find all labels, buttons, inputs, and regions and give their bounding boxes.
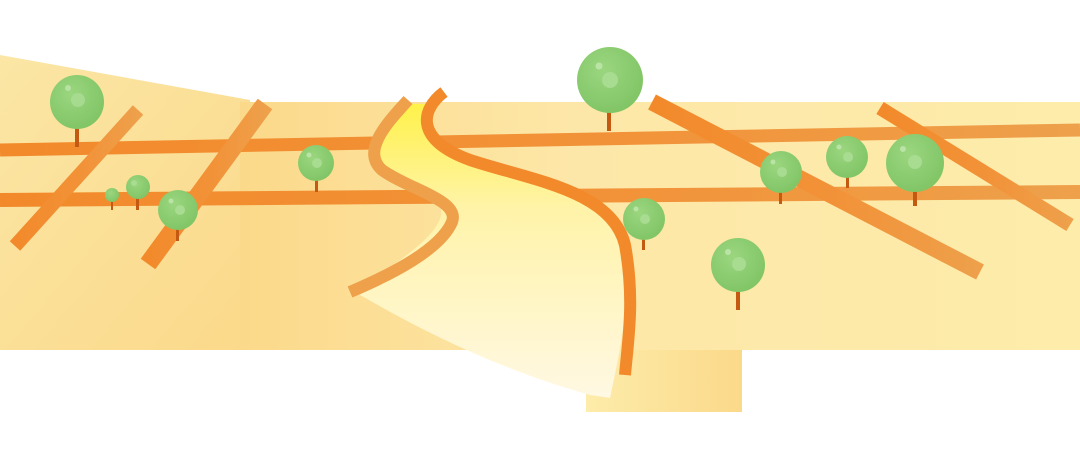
road-diagonal-left-1 xyxy=(9,105,144,251)
tree-icon xyxy=(158,190,198,241)
tree-layer xyxy=(50,47,944,310)
tree-icon xyxy=(126,175,150,210)
road-diagonal-right-1 xyxy=(648,94,984,280)
tree-icon xyxy=(623,198,665,250)
road-horizontal-top xyxy=(0,123,1080,157)
tree-icon xyxy=(50,75,104,147)
tree-icon xyxy=(298,145,334,192)
tree-icon xyxy=(577,47,643,131)
tree-icon xyxy=(826,136,868,188)
path-edge-left xyxy=(347,95,459,298)
tree-icon xyxy=(711,238,765,310)
tree-icon xyxy=(886,134,944,206)
path-surface xyxy=(355,104,627,398)
tree-icon xyxy=(105,188,119,210)
winding-path xyxy=(347,87,637,398)
road-diagonal-right-2 xyxy=(876,102,1074,231)
path-edge-right xyxy=(420,87,637,376)
tree-icon xyxy=(760,151,802,204)
road-diagonal-left-2 xyxy=(140,98,273,270)
